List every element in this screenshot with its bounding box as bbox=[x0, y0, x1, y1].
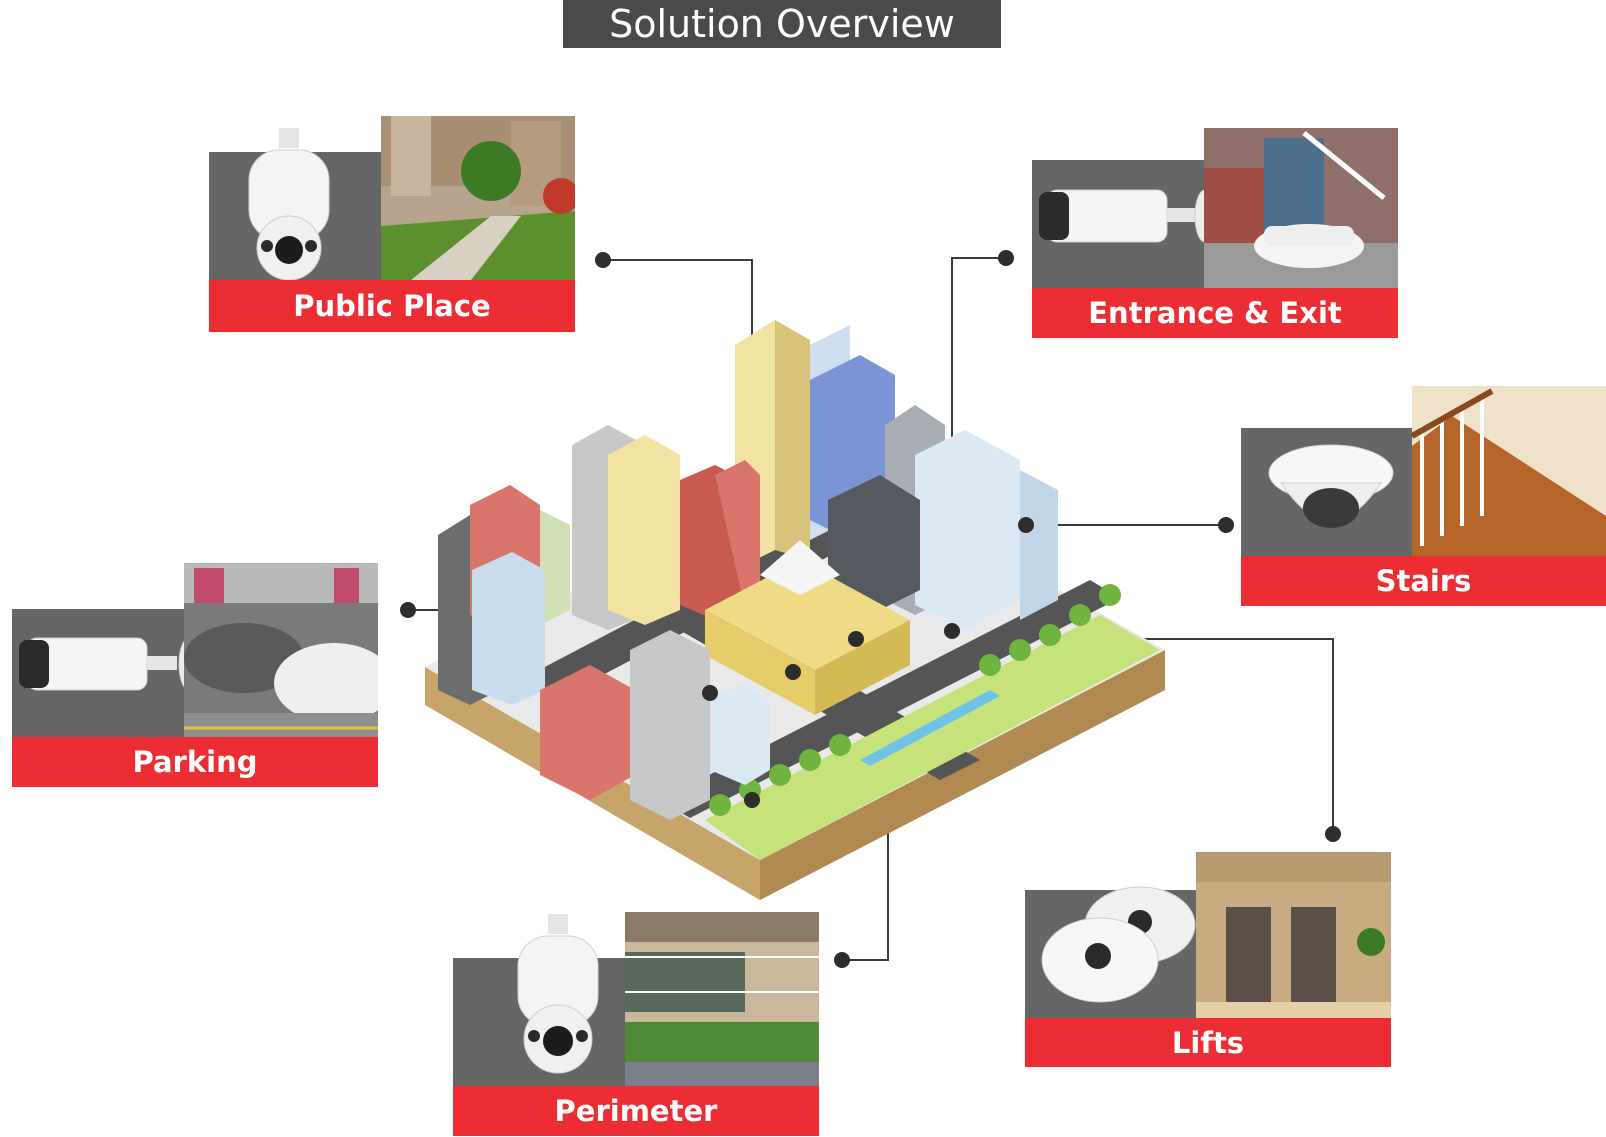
ptz-dome-camera-icon bbox=[248, 128, 330, 281]
park-walkway bbox=[381, 116, 575, 280]
city-base-right bbox=[760, 650, 1165, 900]
connector-dots bbox=[400, 250, 1341, 968]
elevator-lobby bbox=[1196, 852, 1391, 1018]
card-entrance-exit[interactable]: Entrance & Exit bbox=[1032, 128, 1398, 338]
card-public-place[interactable]: Public Place bbox=[209, 116, 575, 332]
bullet-camera-icon bbox=[1039, 189, 1216, 243]
page-title: Solution Overview bbox=[563, 0, 1001, 48]
wooden-staircase bbox=[1412, 386, 1606, 556]
road-diagonal-2 bbox=[660, 580, 1120, 818]
card-perimeter[interactable]: Perimeter bbox=[453, 912, 819, 1137]
building-fence bbox=[625, 912, 819, 1086]
card-parking[interactable]: Parking bbox=[12, 563, 378, 787]
ptz-dome-camera-icon-perimeter bbox=[517, 914, 599, 1074]
bullet-camera-icon-parking bbox=[19, 637, 200, 691]
fisheye-camera-icon bbox=[1041, 886, 1196, 1003]
label-lifts: Lifts bbox=[1025, 1018, 1391, 1067]
label-parking: Parking bbox=[12, 737, 378, 787]
card-lifts[interactable]: Lifts bbox=[1025, 852, 1391, 1067]
card-stairs[interactable]: Stairs bbox=[1241, 386, 1606, 606]
label-stairs: Stairs bbox=[1241, 556, 1606, 606]
gate-barrier-car bbox=[1204, 128, 1398, 288]
label-perimeter: Perimeter bbox=[453, 1086, 819, 1136]
park-strip bbox=[705, 615, 1160, 860]
label-entrance-exit: Entrance & Exit bbox=[1032, 288, 1398, 338]
label-public-place: Public Place bbox=[209, 280, 575, 332]
dome-camera-icon bbox=[1268, 444, 1394, 528]
pool bbox=[860, 690, 1000, 766]
buildings bbox=[438, 320, 1058, 820]
parking-lot-cars bbox=[184, 563, 378, 737]
